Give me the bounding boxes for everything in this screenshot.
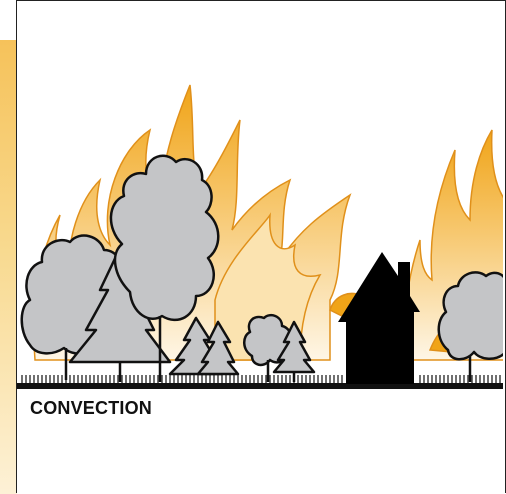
- house-icon: [338, 252, 420, 384]
- diagram-caption: CONVECTION: [30, 398, 152, 419]
- deciduous-tree-icon: [439, 272, 506, 382]
- grass-ticks: [22, 375, 500, 384]
